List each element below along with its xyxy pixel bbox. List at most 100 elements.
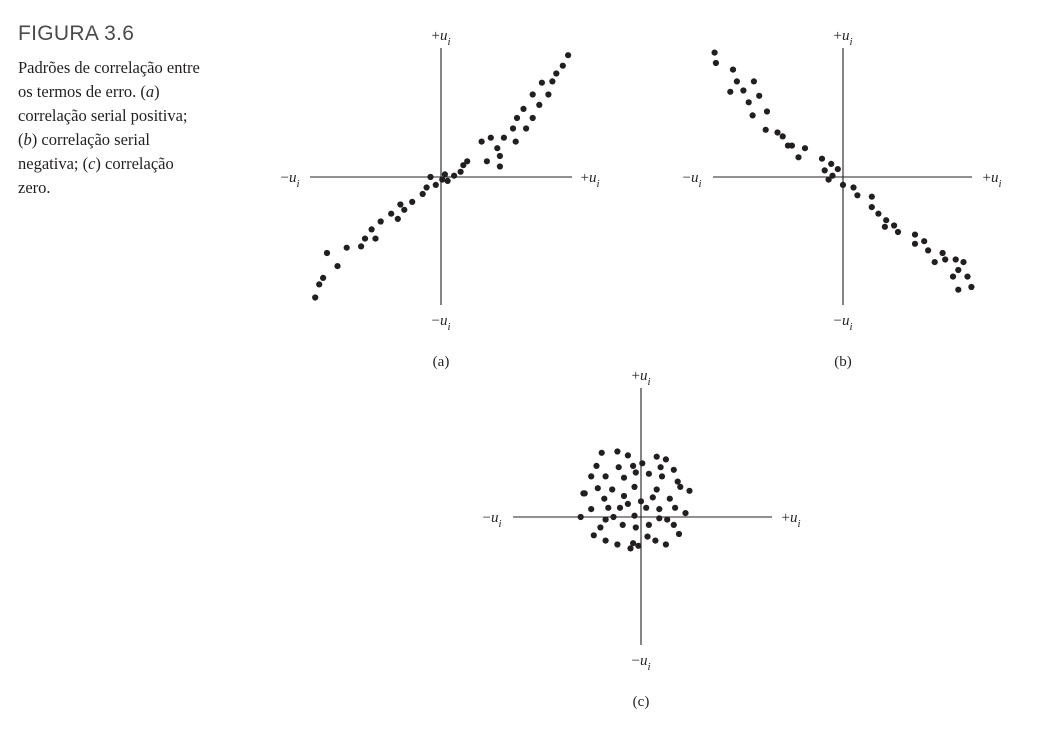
data-point bbox=[577, 513, 584, 521]
data-point bbox=[614, 448, 621, 455]
data-point bbox=[368, 226, 375, 233]
data-point bbox=[441, 171, 448, 178]
data-point bbox=[949, 273, 957, 280]
axis-sign: − bbox=[631, 653, 639, 669]
data-point bbox=[496, 163, 503, 170]
data-point bbox=[834, 166, 841, 173]
data-point bbox=[627, 545, 634, 552]
y-axis-negative-label: −ui bbox=[431, 313, 450, 333]
data-point bbox=[423, 184, 430, 191]
data-point bbox=[372, 235, 379, 242]
data-point bbox=[657, 464, 664, 471]
data-point bbox=[662, 456, 670, 463]
data-point bbox=[883, 217, 890, 224]
data-point bbox=[645, 470, 653, 477]
data-point bbox=[520, 105, 527, 112]
data-point bbox=[487, 134, 494, 141]
axis-subscript: i bbox=[447, 321, 450, 333]
data-point bbox=[670, 521, 677, 529]
data-point bbox=[549, 78, 556, 85]
data-point bbox=[656, 506, 663, 513]
data-point bbox=[652, 537, 659, 544]
data-point bbox=[868, 204, 875, 211]
x-axis-positive-label: +ui bbox=[781, 510, 800, 530]
caption-text-segment: ) correlação serial positiva; ( bbox=[18, 82, 188, 149]
data-point bbox=[649, 494, 656, 501]
data-point bbox=[750, 78, 758, 85]
data-point bbox=[457, 168, 464, 175]
data-point bbox=[670, 466, 677, 473]
data-point bbox=[529, 114, 536, 122]
data-point bbox=[601, 495, 608, 502]
figure-number: FIGURA 3.6 bbox=[18, 22, 135, 45]
y-axis-negative-label: −ui bbox=[631, 653, 650, 673]
panel-label: (a) bbox=[433, 354, 450, 370]
x-axis-negative-label: −ui bbox=[682, 170, 701, 190]
data-point bbox=[964, 273, 971, 280]
data-point bbox=[801, 145, 809, 152]
data-point bbox=[784, 142, 792, 149]
data-point bbox=[682, 509, 689, 517]
caption-text-segment: Padrões de correlação entre os termos de… bbox=[18, 58, 200, 101]
axis-variable: u bbox=[691, 170, 699, 186]
data-point bbox=[711, 49, 718, 56]
data-point bbox=[818, 155, 826, 162]
axis-subscript: i bbox=[797, 518, 800, 530]
data-point bbox=[545, 91, 552, 98]
data-point bbox=[664, 516, 671, 523]
x-axis-negative-label: −ui bbox=[280, 170, 299, 190]
data-point bbox=[740, 87, 747, 94]
data-point bbox=[745, 99, 752, 106]
axis-variable: u bbox=[589, 170, 597, 186]
axis-variable: u bbox=[790, 510, 798, 526]
data-point bbox=[512, 138, 519, 145]
data-point bbox=[774, 129, 781, 136]
axis-variable: u bbox=[842, 28, 850, 44]
axis-sign: − bbox=[431, 313, 439, 329]
data-point bbox=[821, 167, 828, 174]
data-point bbox=[779, 133, 786, 140]
data-point bbox=[343, 244, 350, 251]
data-point bbox=[631, 512, 638, 519]
data-point bbox=[952, 256, 959, 263]
data-point bbox=[565, 52, 572, 59]
data-point bbox=[631, 483, 638, 490]
axis-sign: − bbox=[482, 510, 490, 526]
data-point bbox=[500, 134, 507, 141]
data-point bbox=[559, 62, 566, 69]
axis-subscript: i bbox=[698, 178, 701, 190]
axis-variable: u bbox=[640, 653, 648, 669]
axis-subscript: i bbox=[647, 661, 650, 673]
data-point bbox=[624, 452, 632, 459]
axis-sign: + bbox=[631, 368, 639, 384]
data-point bbox=[666, 495, 673, 502]
data-point bbox=[733, 78, 741, 85]
y-axis-positive-label: +ui bbox=[431, 28, 450, 48]
data-point bbox=[727, 88, 734, 95]
data-point bbox=[839, 181, 847, 188]
data-point bbox=[630, 462, 637, 469]
caption-panel-letter: b bbox=[23, 130, 32, 149]
data-point bbox=[444, 177, 451, 184]
axis-sign: + bbox=[781, 510, 789, 526]
caption-panel-letter: c bbox=[88, 154, 96, 173]
data-point bbox=[377, 218, 384, 225]
data-point bbox=[590, 532, 597, 539]
data-point bbox=[620, 492, 628, 500]
data-point bbox=[960, 259, 967, 266]
data-point bbox=[419, 190, 426, 198]
data-point bbox=[955, 266, 962, 274]
data-point bbox=[553, 70, 560, 77]
data-point bbox=[588, 506, 595, 513]
axis-subscript: i bbox=[849, 321, 852, 333]
data-point bbox=[610, 513, 617, 521]
data-point bbox=[397, 201, 404, 208]
data-point bbox=[829, 172, 836, 179]
data-point bbox=[630, 540, 637, 547]
data-point bbox=[729, 66, 737, 73]
data-point bbox=[762, 126, 769, 133]
data-point bbox=[483, 158, 490, 165]
axis-sign: + bbox=[580, 170, 588, 186]
data-point bbox=[609, 486, 616, 493]
